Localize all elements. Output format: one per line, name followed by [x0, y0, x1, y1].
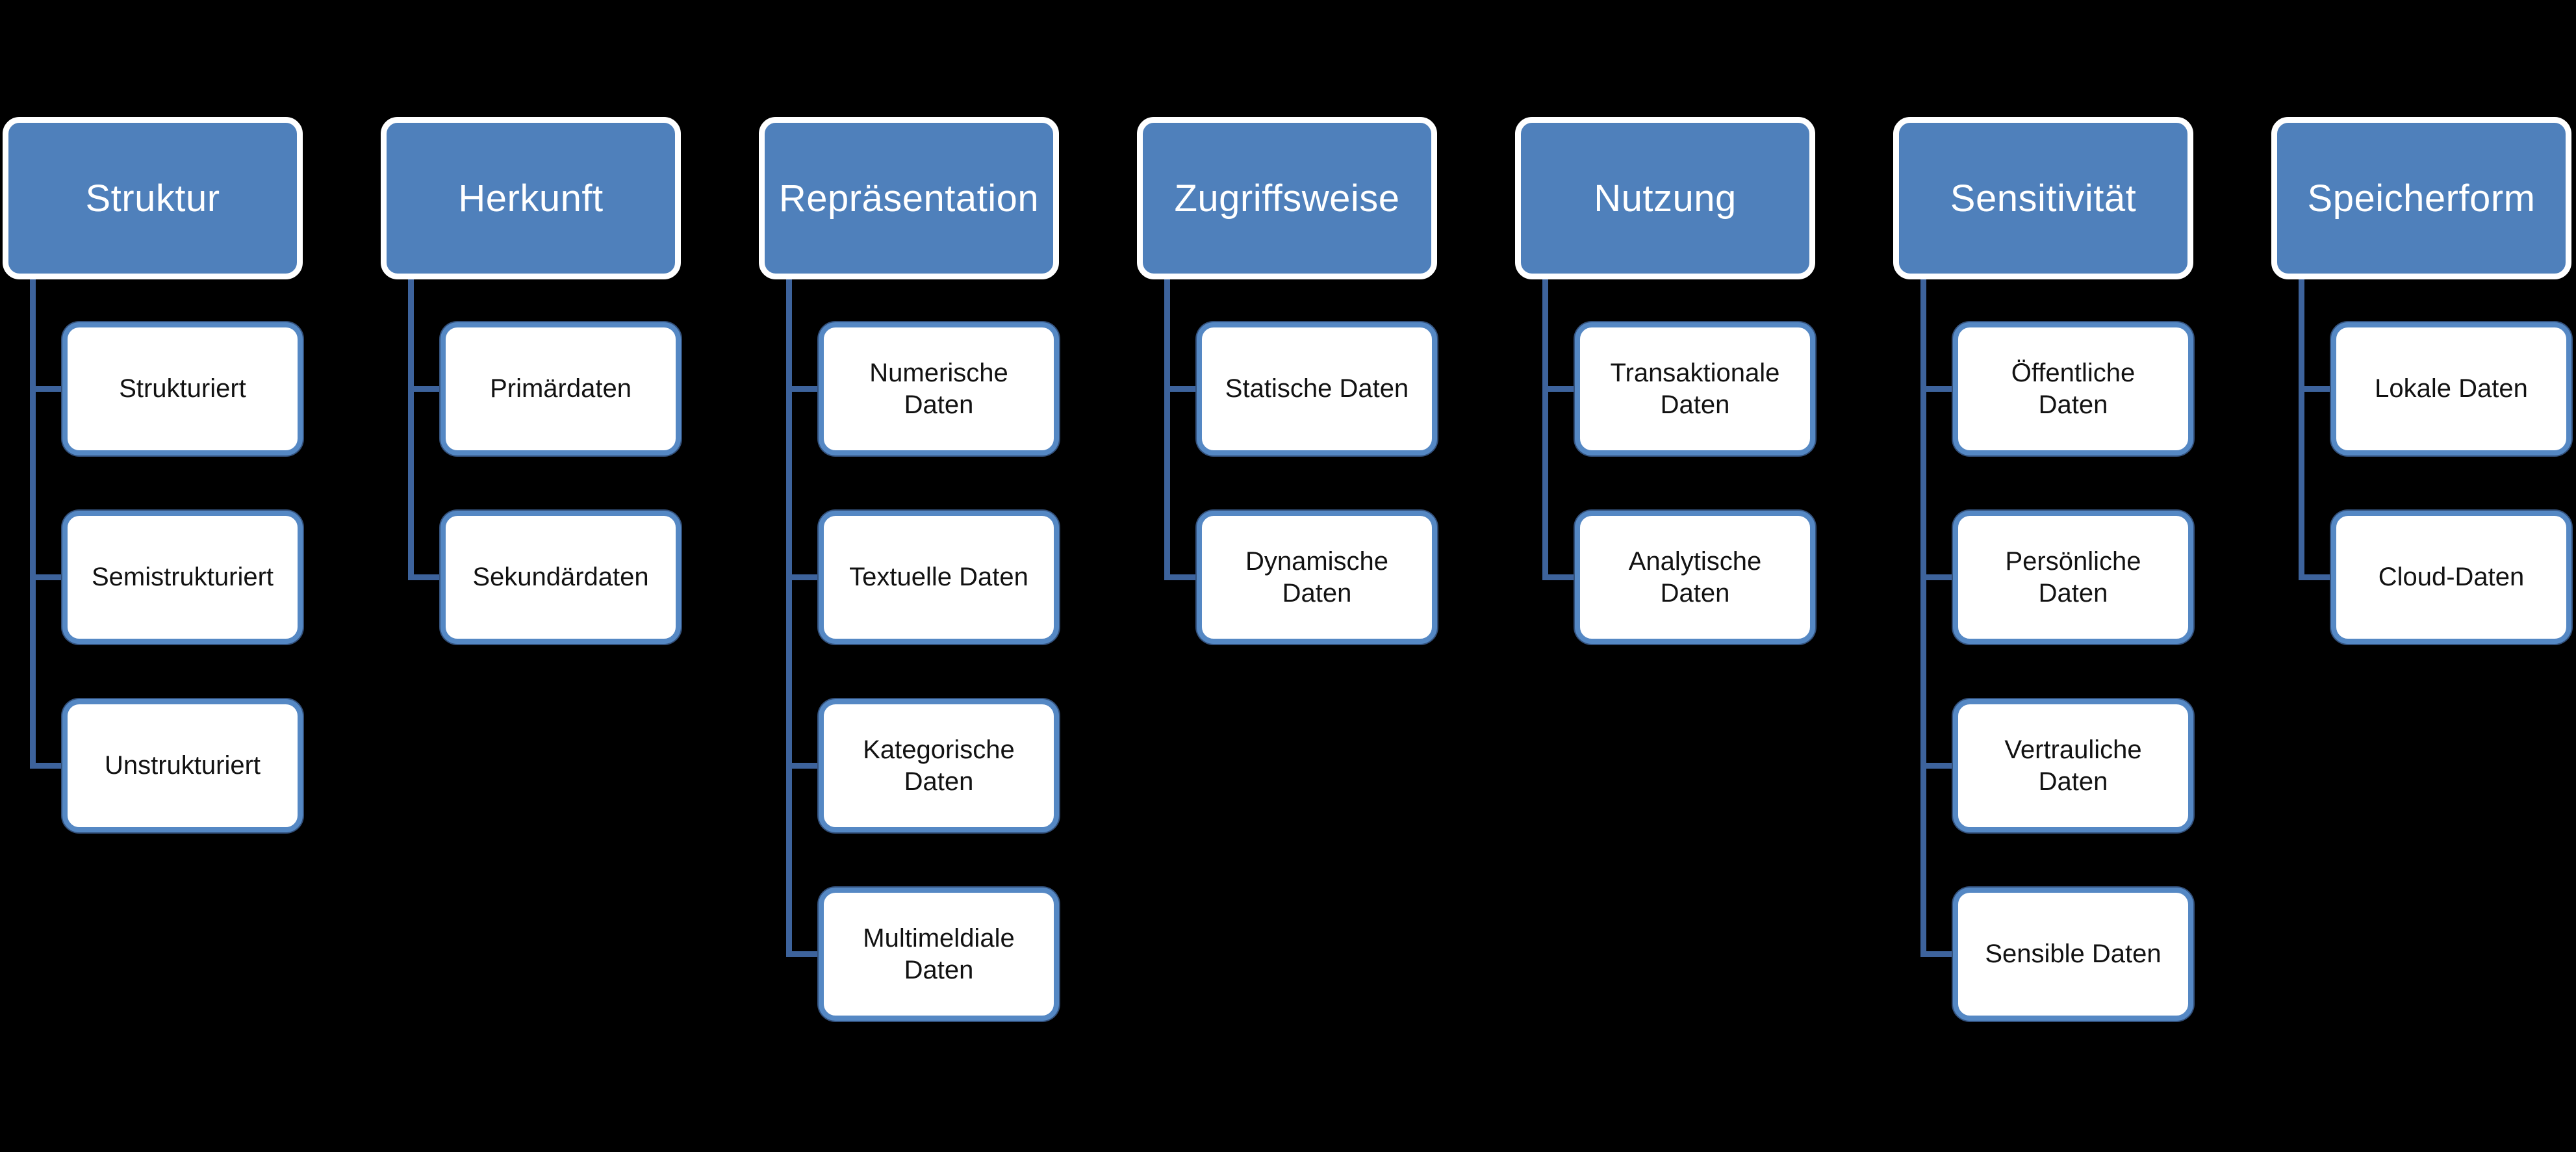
- type-label: Cloud-Daten: [2378, 563, 2525, 592]
- type-box: Kategorische Daten: [819, 699, 1059, 832]
- type-box: Transaktionale Daten: [1575, 322, 1815, 455]
- category-header: Repräsentation: [759, 117, 1059, 279]
- connector-stub: [1920, 951, 1956, 957]
- type-label: Analytische Daten: [1628, 546, 1762, 608]
- category-header: Sensitivität: [1893, 117, 2193, 279]
- category-title: Nutzung: [1594, 177, 1737, 220]
- connector-stub: [408, 385, 443, 392]
- connector-stub: [30, 762, 65, 769]
- connector-stub: [1920, 385, 1956, 392]
- category-header: Struktur: [3, 117, 303, 279]
- connector-stub: [786, 951, 821, 957]
- type-box: Textuelle Daten: [819, 511, 1059, 644]
- connector-stub: [1920, 574, 1956, 580]
- connector-stub: [786, 762, 821, 769]
- connector-stub: [30, 385, 65, 392]
- connector-stub: [2299, 385, 2334, 392]
- connector-stub: [408, 574, 443, 580]
- type-label: Transaktionale Daten: [1610, 358, 1780, 419]
- category-title: Repräsentation: [778, 177, 1039, 220]
- connector-vline: [1920, 279, 1926, 957]
- category-title: Herkunft: [458, 177, 604, 220]
- type-label: Dynamische Daten: [1245, 546, 1389, 608]
- type-label: Textuelle Daten: [849, 563, 1028, 592]
- connector-stub: [786, 385, 821, 392]
- type-box: Primärdaten: [440, 322, 681, 455]
- type-box: Öffentliche Daten: [1953, 322, 2193, 455]
- category-title: Speicherform: [2307, 177, 2536, 220]
- type-box: Unstrukturiert: [62, 699, 303, 832]
- category-header: Herkunft: [381, 117, 681, 279]
- category-header: Speicherform: [2271, 117, 2571, 279]
- type-box: Multimeldiale Daten: [819, 888, 1059, 1021]
- type-label: Sensible Daten: [1985, 940, 2162, 969]
- connector-stub: [1164, 574, 1199, 580]
- type-box: Strukturiert: [62, 322, 303, 455]
- type-label: Primärdaten: [490, 374, 631, 403]
- type-box: Lokale Daten: [2331, 322, 2571, 455]
- connector-vline: [1542, 279, 1548, 580]
- category-title: Zugriffsweise: [1174, 177, 1400, 220]
- type-label: Kategorische Daten: [863, 735, 1015, 796]
- type-label: Numerische Daten: [869, 358, 1008, 419]
- connector-stub: [2299, 574, 2334, 580]
- connector-stub: [1542, 385, 1577, 392]
- category-title: Struktur: [85, 177, 220, 220]
- connector-stub: [1920, 762, 1956, 769]
- connector-vline: [1164, 279, 1170, 580]
- type-box: Cloud-Daten: [2331, 511, 2571, 644]
- connector-stub: [786, 574, 821, 580]
- type-label: Vertrauliche Daten: [2004, 735, 2142, 796]
- type-label: Öffentliche Daten: [2011, 358, 2136, 419]
- category-title: Sensitivität: [1950, 177, 2137, 220]
- connector-vline: [786, 279, 792, 957]
- connector-stub: [1542, 574, 1577, 580]
- connector-vline: [30, 279, 36, 769]
- type-label: Unstrukturiert: [104, 751, 261, 780]
- type-label: Strukturiert: [119, 374, 246, 403]
- type-box: Vertrauliche Daten: [1953, 699, 2193, 832]
- type-label: Lokale Daten: [2375, 374, 2528, 403]
- connector-vline: [2299, 279, 2304, 580]
- type-label: Multimeldiale Daten: [863, 923, 1015, 984]
- type-box: Statische Daten: [1197, 322, 1437, 455]
- type-box: Semistrukturiert: [62, 511, 303, 644]
- type-label: Statische Daten: [1225, 374, 1409, 403]
- type-box: Sensible Daten: [1953, 888, 2193, 1021]
- type-box: Numerische Daten: [819, 322, 1059, 455]
- type-label: Persönliche Daten: [2005, 546, 2141, 608]
- category-header: Zugriffsweise: [1137, 117, 1437, 279]
- connector-stub: [30, 574, 65, 580]
- connector-stub: [1164, 385, 1199, 392]
- type-box: Analytische Daten: [1575, 511, 1815, 644]
- type-box: Dynamische Daten: [1197, 511, 1437, 644]
- type-label: Sekundärdaten: [472, 563, 649, 592]
- category-header: Nutzung: [1515, 117, 1815, 279]
- type-box: Sekundärdaten: [440, 511, 681, 644]
- type-label: Semistrukturiert: [91, 563, 274, 592]
- type-box: Persönliche Daten: [1953, 511, 2193, 644]
- connector-vline: [408, 279, 414, 580]
